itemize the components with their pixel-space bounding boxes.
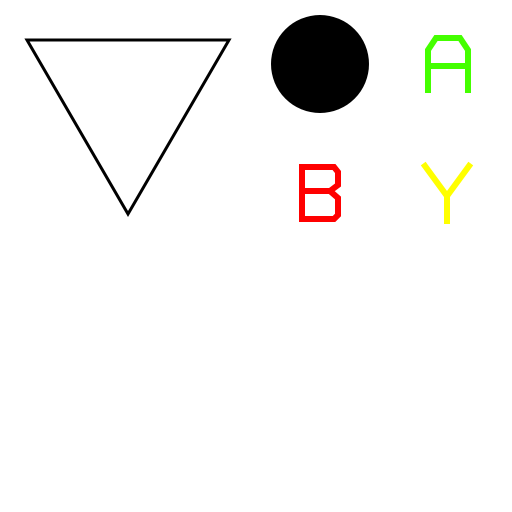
letter-b-glyph: B <box>299 164 341 222</box>
filled-circle-shape <box>271 15 369 113</box>
down-triangle-shape <box>24 38 232 217</box>
letter-a-glyph: A <box>425 35 471 93</box>
letter-y-glyph: Y <box>420 161 474 224</box>
